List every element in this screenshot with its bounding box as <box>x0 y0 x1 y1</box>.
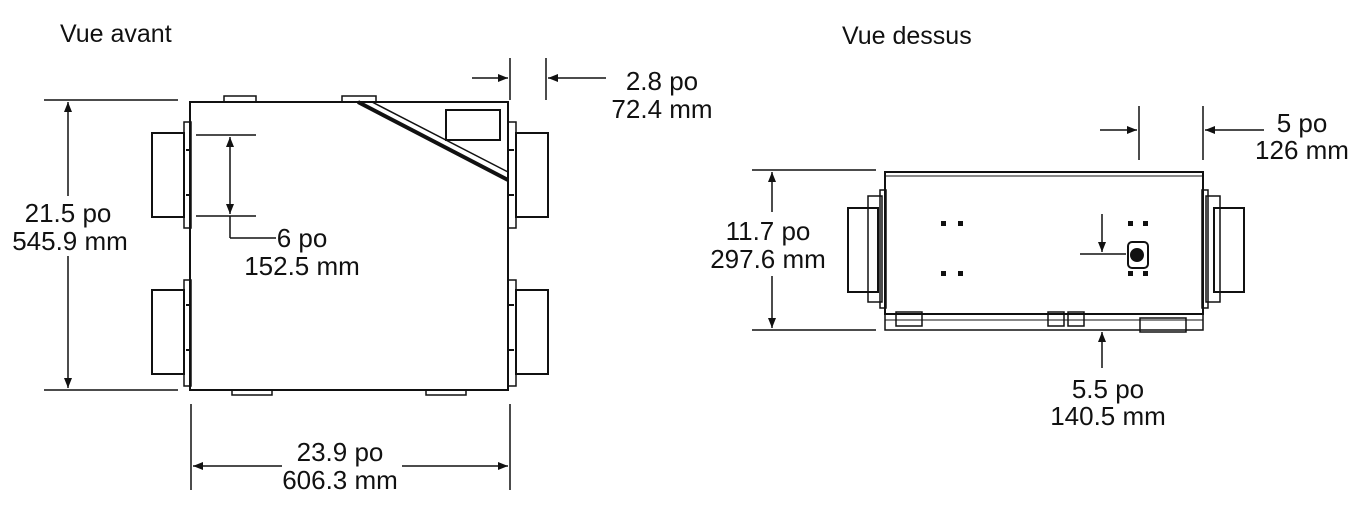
top-view <box>847 171 1245 333</box>
front-height-imperial: 21.5 po <box>25 198 112 228</box>
top-offset-imperial: 5.5 po <box>1072 374 1144 404</box>
front-collar-metric: 72.4 mm <box>611 94 712 124</box>
top-right-port <box>1213 207 1245 293</box>
top-depth-imperial: 11.7 po <box>726 216 811 246</box>
front-port-metric: 152.5 mm <box>244 251 360 281</box>
front-collar-imperial: 2.8 po <box>626 66 698 96</box>
front-port-imperial: 6 po <box>277 223 328 253</box>
top-collar-metric: 126 mm <box>1255 135 1349 165</box>
label-plate <box>445 109 501 141</box>
top-offset-metric: 140.5 mm <box>1050 401 1166 431</box>
front-height-metric: 545.9 mm <box>12 226 128 256</box>
mounting-holes <box>941 221 1148 276</box>
left-lower-port <box>151 279 192 387</box>
front-width-imperial: 23.9 po <box>297 437 384 467</box>
left-upper-port <box>151 121 192 229</box>
top-unit-body <box>884 171 1204 315</box>
front-view-title: Vue avant <box>60 20 172 48</box>
top-dimension-lines <box>752 106 1264 368</box>
top-view-title: Vue dessus <box>842 22 972 50</box>
top-depth-metric: 297.6 mm <box>710 244 826 274</box>
right-lower-port <box>507 279 549 387</box>
front-width-metric: 606.3 mm <box>282 465 398 495</box>
front-view <box>151 95 549 396</box>
electrical-connector <box>1127 241 1149 269</box>
front-unit-body <box>189 101 509 391</box>
top-collar-imperial: 5 po <box>1277 108 1328 138</box>
right-upper-port <box>507 121 549 229</box>
front-dimension-lines <box>44 58 606 490</box>
top-left-port <box>847 207 879 293</box>
